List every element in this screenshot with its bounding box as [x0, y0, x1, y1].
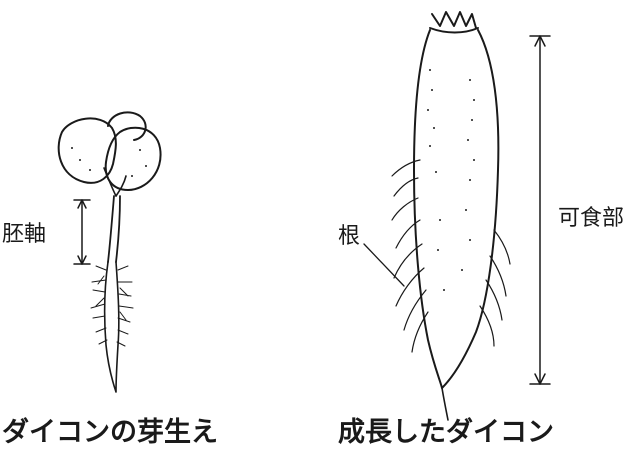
hypocotyl-label: 胚軸 — [2, 216, 46, 248]
seedling-root — [105, 262, 119, 392]
daikon-skin-texture — [427, 69, 475, 291]
seedling-root-hairs — [91, 266, 133, 346]
edible-part-dimension-marker — [530, 36, 550, 384]
seedling-drawing — [59, 112, 161, 392]
mature-daikon-caption: 成長したダイコン — [338, 410, 554, 449]
hypocotyl-dimension-marker — [74, 200, 90, 264]
seedling-caption: ダイコンの芽生え — [2, 410, 218, 449]
seedling-hypocotyl — [108, 196, 120, 262]
edible-part-label: 可食部 — [558, 200, 624, 232]
daikon-crown — [430, 12, 478, 33]
root-leader-line — [364, 244, 404, 286]
daikon-body — [414, 30, 498, 388]
seedling-cotyledon-back — [108, 112, 146, 140]
daikon-drawing — [364, 12, 550, 420]
root-label: 根 — [338, 218, 360, 250]
